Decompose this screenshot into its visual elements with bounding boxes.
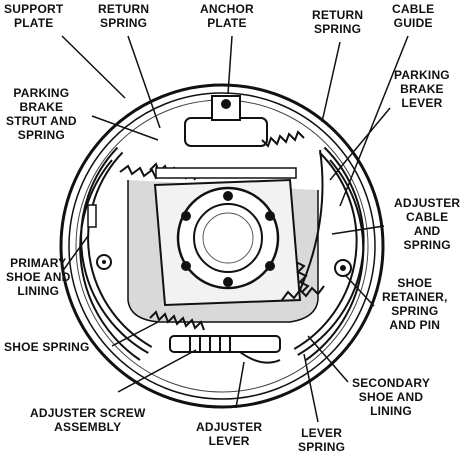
adjuster-screw [149, 310, 281, 364]
adjuster-cable [281, 149, 325, 301]
label-shoe-spring: SHOE SPRING [4, 340, 90, 354]
shoe-retainers [87, 204, 352, 277]
parking-strut [155, 167, 297, 179]
leader-lines [61, 35, 409, 423]
hub [153, 178, 302, 307]
wheel-cylinder [184, 95, 268, 147]
